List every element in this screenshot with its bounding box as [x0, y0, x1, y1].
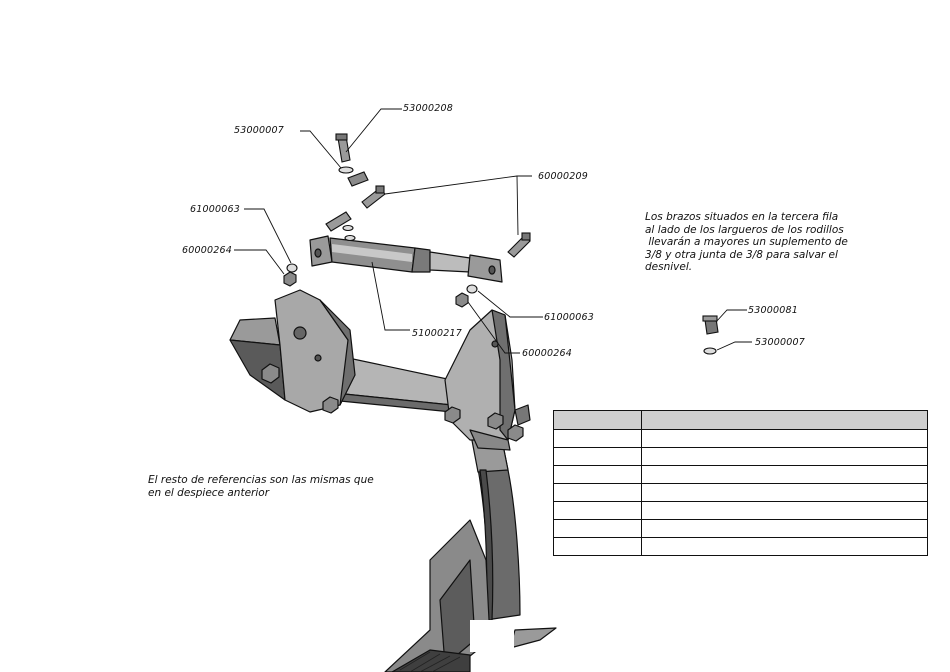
- table-cell: [553, 465, 642, 484]
- pin-left: [325, 211, 356, 242]
- label-51000217: 51000217: [412, 328, 462, 339]
- nut-60000264-left: [283, 271, 297, 287]
- label-53000081: 53000081: [748, 305, 798, 316]
- label-60000209: 60000209: [538, 171, 588, 182]
- table-cell: [553, 519, 642, 538]
- arms-note-line: 3/8 y otra junta de 3/8 para salvar el: [645, 248, 838, 261]
- parts-table-header: [553, 410, 928, 430]
- label-53000007-top: 53000007: [234, 125, 284, 136]
- washer-61000063-right: [466, 284, 478, 294]
- washer-61000063-left: [286, 263, 298, 273]
- table-cell: [641, 519, 928, 538]
- bolt-60000209-b: [507, 232, 531, 258]
- nut-60000264-right: [455, 292, 469, 308]
- label-60000264-left: 60000264: [182, 245, 232, 256]
- table-row: [553, 519, 928, 538]
- shank-body: [384, 429, 557, 672]
- label-53000007-right: 53000007: [755, 337, 805, 348]
- references-note-line: El resto de referencias son las mismas q…: [148, 474, 374, 486]
- header-cell-ref: [553, 410, 642, 430]
- table-cell: [553, 483, 642, 502]
- table-cell: [641, 537, 928, 556]
- table-row: [553, 501, 928, 520]
- arms-note-line: llevarán a mayores un suplemento de: [645, 236, 848, 248]
- table-cell: [641, 483, 928, 502]
- cylinder-51000217: [309, 235, 503, 283]
- arms-note-line: Los brazos situados en la tercera fila: [645, 211, 839, 223]
- table-cell: [553, 537, 642, 556]
- nut-top: [347, 171, 369, 187]
- label-61000063-left: 61000063: [190, 204, 240, 215]
- table-row: [553, 483, 928, 502]
- arms-note-line: desnivel.: [645, 261, 693, 273]
- references-note-line: en el despiece anterior: [148, 486, 270, 499]
- label-60000264-right: 60000264: [522, 348, 572, 359]
- table-cell: [641, 429, 928, 448]
- washer-53000007-right: [703, 347, 717, 355]
- table-cell: [641, 447, 928, 466]
- table-cell: [553, 429, 642, 448]
- table-row: [553, 447, 928, 466]
- table-cell: [553, 501, 642, 520]
- arms-note: Los brazos situados en la tercera fila a…: [645, 211, 848, 274]
- references-note: El resto de referencias son las mismas q…: [148, 474, 374, 499]
- leader-lines: [234, 108, 752, 354]
- bolt-53000081: [702, 315, 719, 335]
- table-row: [553, 429, 928, 448]
- parts-table: [553, 410, 928, 556]
- header-cell-desc: [641, 410, 928, 430]
- table-row: [553, 465, 928, 484]
- bolt-60000209-a: [361, 185, 386, 209]
- table-row: [553, 537, 928, 556]
- left-bracket: [229, 289, 356, 414]
- washer-53000007-top: [338, 166, 354, 174]
- label-61000063-right: 61000063: [544, 312, 594, 323]
- label-53000208: 53000208: [403, 103, 453, 114]
- arms-note-line: al lado de los largueros de los rodillos: [645, 223, 844, 236]
- table-cell: [641, 465, 928, 484]
- table-cell: [553, 447, 642, 466]
- bolt-53000208: [335, 133, 351, 163]
- table-cell: [641, 501, 928, 520]
